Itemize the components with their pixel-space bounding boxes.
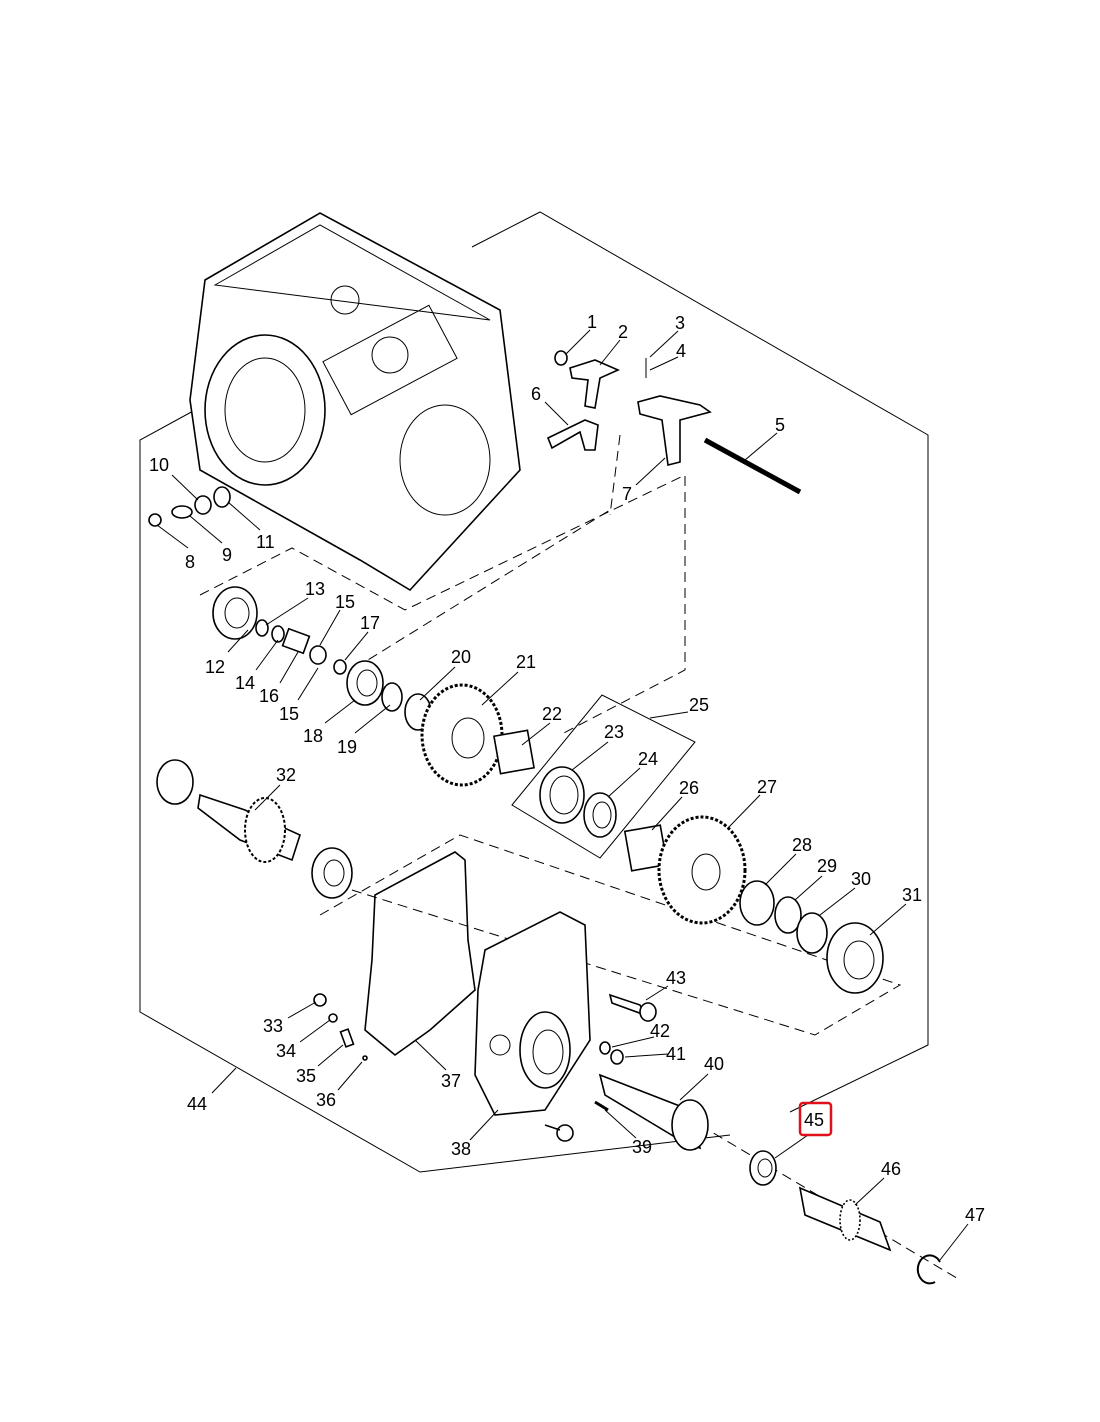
- callout-35[interactable]: 35: [296, 1066, 316, 1086]
- shift-parts: [546, 350, 802, 495]
- callout-15b[interactable]: 15: [279, 704, 299, 724]
- callout-18[interactable]: 18: [303, 726, 323, 746]
- callout-25[interactable]: 25: [689, 695, 709, 715]
- callout-37[interactable]: 37: [441, 1071, 461, 1091]
- gear-set-23-31: [539, 766, 884, 994]
- callout-44[interactable]: 44: [187, 1094, 207, 1114]
- callout-6[interactable]: 6: [531, 384, 541, 404]
- callout-14[interactable]: 14: [235, 673, 255, 693]
- small-parts: [313, 993, 941, 1285]
- callout-13[interactable]: 13: [305, 579, 325, 599]
- callout-10[interactable]: 10: [149, 455, 169, 475]
- callout-34[interactable]: 34: [276, 1041, 296, 1061]
- callout-2[interactable]: 2: [618, 322, 628, 342]
- callout-12[interactable]: 12: [205, 657, 225, 677]
- callout-3[interactable]: 3: [675, 313, 685, 333]
- highlight-box-45: [798, 1101, 833, 1137]
- dashed-frame-upper: [199, 474, 686, 736]
- callout-23[interactable]: 23: [604, 722, 624, 742]
- callout-20[interactable]: 20: [451, 647, 471, 667]
- callout-22[interactable]: 22: [542, 704, 562, 724]
- input-shaft-parts: [212, 586, 535, 787]
- callout-8[interactable]: 8: [185, 552, 195, 572]
- assembly-frame-44: [471, 211, 929, 1113]
- callout-11[interactable]: 11: [256, 532, 275, 552]
- callout-19[interactable]: 19: [337, 737, 357, 757]
- transmission-case: [189, 212, 521, 592]
- callout-labels: 1 2 3 4 5 6 7 8 9 10 11 12 13 14 15 15 1…: [149, 312, 985, 1225]
- callout-42[interactable]: 42: [650, 1021, 670, 1041]
- callout-24[interactable]: 24: [638, 749, 658, 769]
- callout-1[interactable]: 1: [587, 312, 597, 332]
- seals-8-11: [148, 486, 231, 527]
- callout-38[interactable]: 38: [451, 1139, 471, 1159]
- callout-5[interactable]: 5: [775, 415, 785, 435]
- callout-40[interactable]: 40: [704, 1054, 724, 1074]
- callout-39[interactable]: 39: [632, 1137, 652, 1157]
- callout-7[interactable]: 7: [622, 484, 632, 504]
- frame-25: [511, 694, 696, 859]
- callout-9[interactable]: 9: [222, 545, 232, 565]
- callout-27[interactable]: 27: [757, 777, 777, 797]
- callout-29[interactable]: 29: [817, 856, 837, 876]
- dashed-axis: [354, 509, 611, 669]
- callout-26[interactable]: 26: [679, 778, 699, 798]
- callout-43[interactable]: 43: [666, 968, 686, 988]
- callout-16[interactable]: 16: [259, 686, 279, 706]
- callout-31[interactable]: 31: [902, 885, 922, 905]
- callout-32[interactable]: 32: [276, 765, 296, 785]
- dashed-axis: [609, 434, 621, 516]
- gasket-37: [364, 851, 476, 1057]
- callout-45[interactable]: 45: [804, 1110, 824, 1130]
- callout-17[interactable]: 17: [360, 613, 380, 633]
- callout-33[interactable]: 33: [263, 1016, 283, 1036]
- callout-21[interactable]: 21: [516, 652, 536, 672]
- callout-46[interactable]: 46: [881, 1159, 901, 1179]
- dashed-frame-lower: [319, 834, 902, 1036]
- pto-cover: [474, 911, 591, 1116]
- callout-36[interactable]: 36: [316, 1090, 336, 1110]
- callout-30[interactable]: 30: [851, 869, 871, 889]
- assembly-frame-44-left: [139, 409, 731, 1173]
- callout-15a[interactable]: 15: [335, 592, 355, 612]
- callout-41[interactable]: 41: [666, 1044, 686, 1064]
- callout-4[interactable]: 4: [676, 341, 686, 361]
- callout-28[interactable]: 28: [792, 835, 812, 855]
- callout-47[interactable]: 47: [965, 1205, 985, 1225]
- leader-lines: [156, 329, 969, 1261]
- pinion-shaft-32: [156, 759, 353, 899]
